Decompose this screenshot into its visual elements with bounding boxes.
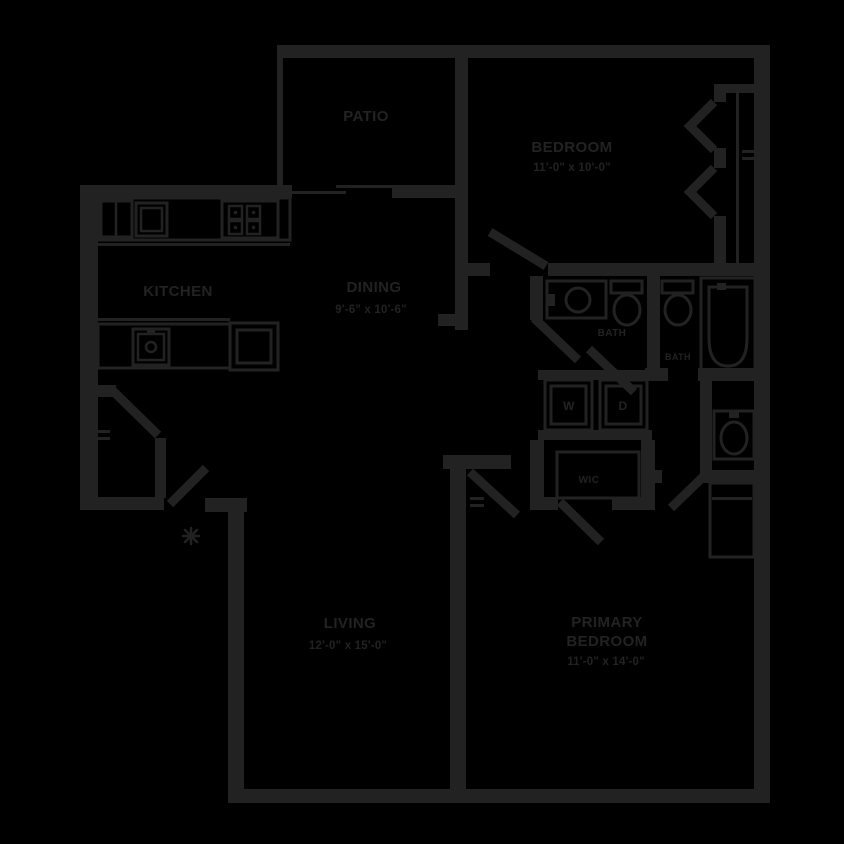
bath-vanity-sink: [545, 279, 608, 320]
closet-bifold-door: [683, 98, 718, 154]
stove: [220, 199, 280, 240]
dining-dims: 9'-6" x 10'-6": [335, 304, 407, 316]
bedroom: [438, 58, 754, 330]
kitchen-counter-top: [96, 196, 292, 242]
entry-door-leaf: [166, 464, 210, 508]
bedroom-door-leaf: [487, 228, 549, 270]
labels: PATIO BEDROOM 11'-0" x 10'-0" KITCHEN DI…: [143, 108, 691, 668]
wic-label: WIC: [579, 475, 600, 486]
dining-label: DINING: [347, 279, 402, 296]
closet-bifold-door: [683, 164, 718, 220]
kitchen: [96, 196, 292, 372]
kitchen-label: KITCHEN: [143, 283, 212, 300]
toilet: [660, 279, 695, 327]
toilet: [609, 279, 644, 327]
bathtub: [699, 276, 757, 375]
patio-label: PATIO: [343, 108, 389, 125]
primary-bedroom: [443, 455, 756, 803]
living-label: LIVING: [324, 615, 376, 632]
linen-closet: [708, 481, 756, 559]
laundry-closet: [538, 370, 652, 440]
primary-dims: 11'-0" x 14'-0": [567, 656, 645, 668]
primary-label-line2: BEDROOM: [566, 633, 647, 650]
washer-label: W: [563, 399, 575, 413]
entry-hall: [80, 385, 210, 546]
kitchen-sink: [131, 327, 171, 367]
sliding-door-panel: [336, 185, 398, 188]
patio: [277, 45, 398, 194]
wic-door-leaf: [556, 498, 605, 546]
bath-vanity-sink: [712, 409, 756, 461]
walk-in-closet: [530, 440, 655, 546]
dryer-label: D: [618, 399, 627, 413]
kitchen-island: [228, 321, 280, 372]
entry-marker: [181, 526, 201, 546]
bath-door-leaf: [530, 314, 582, 364]
hall-bath-label: BATH: [598, 328, 627, 339]
primary-bath-door-leaf: [667, 470, 710, 512]
bedroom-dims: 11'-0" x 10'-0": [533, 162, 611, 174]
bedroom-closet: [683, 84, 754, 263]
primary-bath-label: BATH: [665, 352, 691, 362]
closet-door-leaf: [109, 387, 162, 439]
dishwasher: [134, 201, 169, 238]
patio-left-wall: [277, 45, 283, 190]
sliding-door-panel: [288, 191, 346, 194]
living-dims: 12'-0" x 15'-0": [309, 640, 387, 652]
bedroom-label: BEDROOM: [531, 139, 612, 156]
exterior-walls: [80, 45, 770, 803]
primary-label-line1: PRIMARY: [571, 614, 642, 631]
primary-door-leaf: [466, 468, 521, 519]
